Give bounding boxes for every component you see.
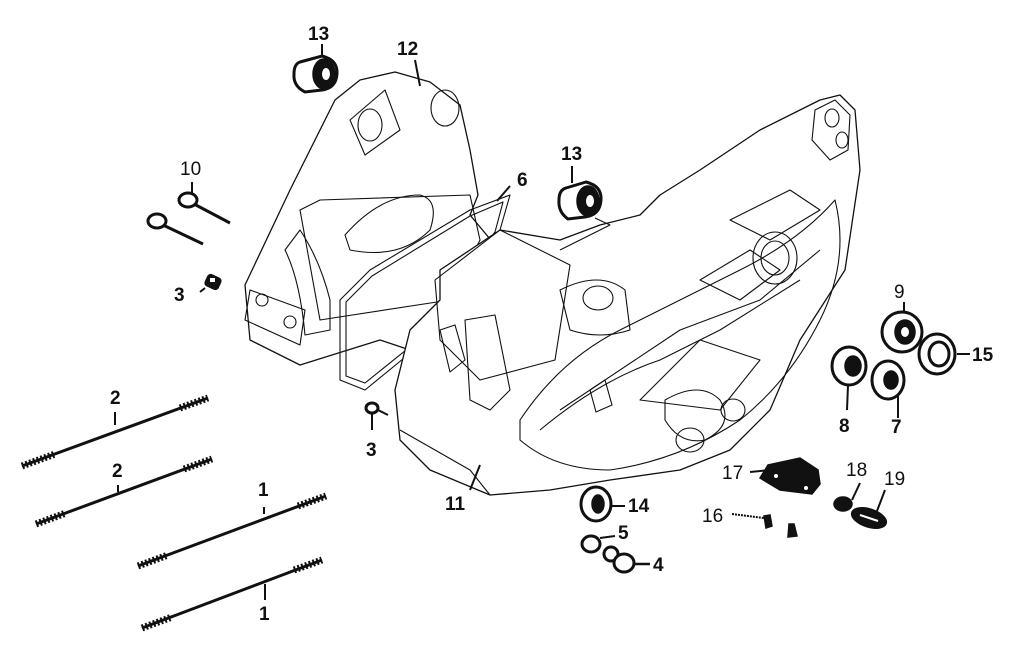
callout-17: 17 <box>722 463 743 484</box>
callout-6: 6 <box>517 170 528 191</box>
dowel-pin-part-3a <box>204 273 222 291</box>
leader-19 <box>876 489 886 512</box>
plate-part-17 <box>758 457 821 495</box>
callout-2b: 2 <box>112 461 123 482</box>
callout-8: 8 <box>839 416 850 437</box>
callout-13b: 13 <box>561 144 582 165</box>
bolt-part-10a <box>177 191 231 225</box>
stud-part-2b <box>34 455 214 528</box>
stud-part-1a <box>136 492 328 570</box>
callout-18: 18 <box>846 460 867 481</box>
leader-17 <box>749 469 771 473</box>
leader-16 <box>731 513 765 519</box>
callout-9: 9 <box>894 282 905 303</box>
plug-part-18 <box>833 496 853 512</box>
leader-lines <box>114 44 970 600</box>
callout-labels: 13 12 10 6 13 3 9 15 8 7 3 2 2 11 1 1 17… <box>110 24 994 625</box>
left-crankcase-part-11 <box>394 94 861 496</box>
washer-part-5 <box>580 534 602 554</box>
callout-12: 12 <box>397 39 418 60</box>
bearing-part-7 <box>870 359 906 401</box>
oil-seal-part-15 <box>917 332 957 376</box>
bearing-part-8 <box>830 345 868 387</box>
stud-part-1b <box>140 556 324 632</box>
drain-plug-part-4 <box>602 545 636 574</box>
callout-3a: 3 <box>174 285 185 306</box>
callout-16: 16 <box>702 506 723 527</box>
oil-seal-part-14 <box>579 485 613 523</box>
screw-part-16a <box>763 514 773 529</box>
seal-part-19 <box>850 507 888 529</box>
callout-1a: 1 <box>258 480 269 501</box>
callout-2a: 2 <box>110 388 121 409</box>
bolt-part-10b <box>146 212 204 246</box>
callout-10: 10 <box>180 159 201 180</box>
screw-part-16b <box>787 523 798 538</box>
bearing-part-9 <box>880 310 924 354</box>
callout-5: 5 <box>618 523 629 544</box>
leader-18 <box>851 482 861 501</box>
callout-7: 7 <box>891 417 902 438</box>
callout-1b: 1 <box>259 604 270 625</box>
leader-5 <box>599 535 616 539</box>
callout-3b: 3 <box>366 440 377 461</box>
stud-part-2a <box>20 394 210 470</box>
callout-13a: 13 <box>308 24 329 45</box>
callout-19: 19 <box>884 469 905 490</box>
dowel-pin-part-3b <box>364 401 389 416</box>
callout-4: 4 <box>653 555 664 576</box>
leader-3a <box>199 287 206 293</box>
callout-15: 15 <box>972 345 994 366</box>
bushing-part-13b <box>557 180 611 251</box>
callout-14: 14 <box>628 496 650 517</box>
callout-11: 11 <box>445 494 466 515</box>
leader-11 <box>469 464 481 491</box>
leader-8 <box>846 384 849 411</box>
bushing-part-13a <box>292 54 339 94</box>
leader-12 <box>414 59 421 87</box>
leader-6 <box>496 185 511 202</box>
